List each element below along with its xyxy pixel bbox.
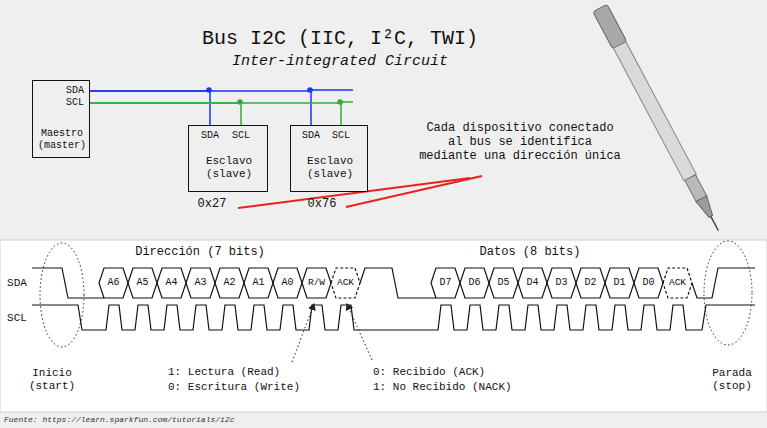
pin-label: SDA xyxy=(302,130,320,142)
pen-cone xyxy=(696,196,716,219)
junction-dot xyxy=(307,87,313,93)
stop-ellipse xyxy=(704,241,752,345)
sda-line xyxy=(692,268,755,298)
sda-waveform xyxy=(32,268,755,298)
bit-label: D5 xyxy=(497,277,509,289)
bit-label: A3 xyxy=(194,277,206,289)
scl-waveform xyxy=(32,305,755,330)
bit-cell xyxy=(605,268,634,298)
pin-label: SCL xyxy=(332,130,350,142)
bit-label: ACK xyxy=(669,278,686,289)
bit-cell xyxy=(460,268,489,298)
bit-cell xyxy=(431,268,460,298)
timing-panel xyxy=(0,240,767,412)
rw-note: 0: Escritura (Write) xyxy=(168,381,300,394)
bit-label: D4 xyxy=(526,277,538,289)
rw-leader xyxy=(292,304,314,362)
bus-line xyxy=(90,103,341,125)
bit-label: ACK xyxy=(337,278,354,289)
slave-box: SDA SCL Esclavo (slave) xyxy=(290,125,368,192)
junction-dot xyxy=(337,99,343,105)
bit-label: R/W xyxy=(308,278,325,289)
box-label: Maestro (master) xyxy=(37,128,87,151)
signal-name: SDA xyxy=(7,277,27,290)
pen-cap xyxy=(593,4,627,49)
bit-label: A2 xyxy=(223,277,235,289)
bit-label: A6 xyxy=(107,277,119,289)
callout-note: Cada dispositivo conectado al bus se ide… xyxy=(418,122,623,163)
bit-label: D6 xyxy=(468,277,480,289)
ack-cell xyxy=(331,268,360,298)
stop-label: Parada (stop) xyxy=(705,367,759,392)
bit-label: D0 xyxy=(642,277,654,289)
box-label: Esclavo (slave) xyxy=(295,155,365,180)
pen-tip xyxy=(711,216,719,230)
sda-line xyxy=(360,268,436,298)
bit-cell xyxy=(302,268,331,298)
ack-leader xyxy=(347,304,372,360)
bit-label: A1 xyxy=(252,277,264,289)
bit-cell xyxy=(186,268,215,298)
bit-cell xyxy=(518,268,547,298)
bus-line xyxy=(90,103,241,125)
sda-line xyxy=(32,268,104,298)
pin-label: SCL xyxy=(232,130,250,142)
bit-cell xyxy=(576,268,605,298)
bit-label: D3 xyxy=(555,277,567,289)
bit-cell xyxy=(547,268,576,298)
master-box: SDASCL Maestro (master) xyxy=(32,80,90,158)
bit-label: A5 xyxy=(136,277,148,289)
source-caption: Fuente: https://learn.sparkfun.com/tutor… xyxy=(4,415,234,424)
bit-label: A4 xyxy=(165,277,177,289)
bit-cell xyxy=(128,268,157,298)
bit-cell xyxy=(273,268,302,298)
diagram-title: Bus I2C (IIC, I²C, TWI) xyxy=(202,27,478,50)
bit-cell xyxy=(215,268,244,298)
pin-label: SDA xyxy=(66,85,84,97)
bit-cell xyxy=(99,268,128,298)
bus-line xyxy=(90,91,210,125)
junction-dot xyxy=(237,99,243,105)
bit-label: A0 xyxy=(281,277,293,289)
ack-cell xyxy=(663,268,692,298)
ack-note: 1: No Recibido (NACK) xyxy=(373,381,512,394)
pin-label: SCL xyxy=(66,97,84,109)
pen-illustration xyxy=(593,4,725,234)
address-label: 0x76 xyxy=(308,198,337,212)
bit-label: D1 xyxy=(613,277,625,289)
pen-body xyxy=(614,42,697,181)
field-label: Datos (8 bits) xyxy=(480,246,581,260)
bit-label: D7 xyxy=(439,277,451,289)
subtitle: Inter-integrated Circuit xyxy=(232,53,448,70)
bit-cell xyxy=(489,268,518,298)
sda-bus-end xyxy=(310,89,353,91)
bit-label: D2 xyxy=(584,277,596,289)
address-label: 0x27 xyxy=(198,198,227,212)
start-label: Inicio (start) xyxy=(23,367,81,392)
field-label: Dirección (7 bits) xyxy=(135,246,265,260)
start-ellipse xyxy=(40,243,84,347)
signal-name: SCL xyxy=(7,312,27,325)
rw-note: 1: Lectura (Read) xyxy=(168,366,280,379)
ack-note: 0: Recibido (ACK) xyxy=(373,366,485,379)
bit-cell xyxy=(244,268,273,298)
bus-line xyxy=(90,91,311,125)
pin-label: SDA xyxy=(201,130,219,142)
slave-box: SDA SCL Esclavo (slave) xyxy=(188,125,268,192)
box-label: Esclavo (slave) xyxy=(193,155,265,180)
bit-cell xyxy=(634,268,663,298)
bit-cell xyxy=(157,268,186,298)
junction-dot xyxy=(206,87,212,93)
